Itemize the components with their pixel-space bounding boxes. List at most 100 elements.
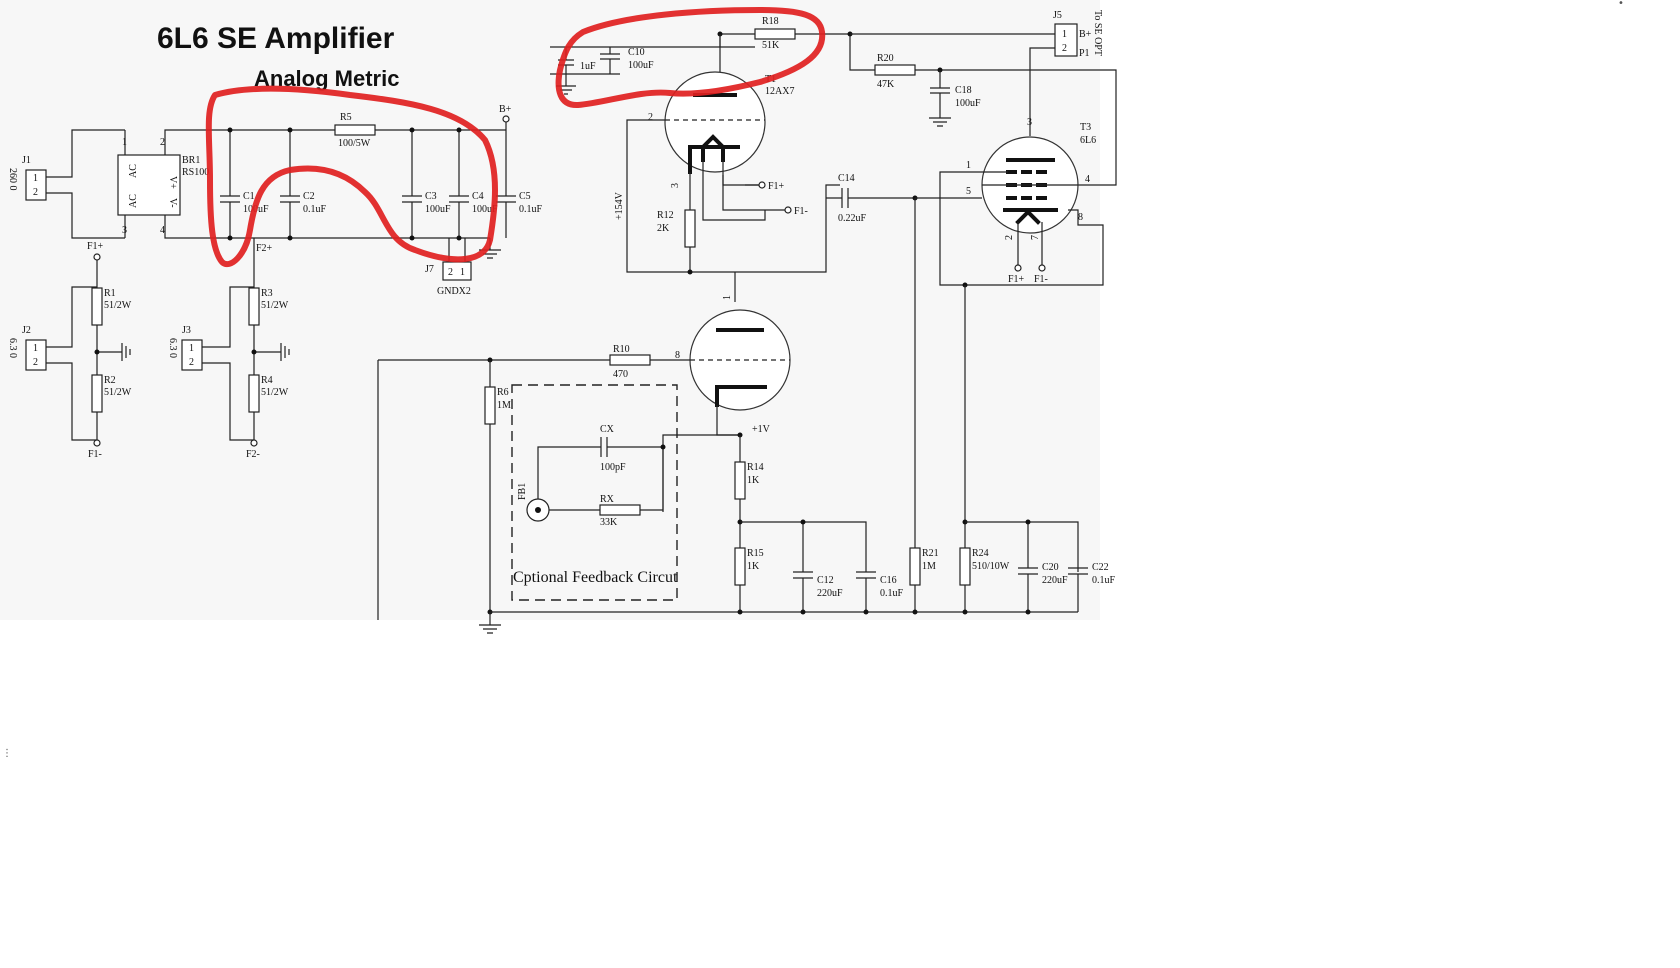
svg-text:J2: J2 [22,325,31,336]
svg-text:51K: 51K [762,40,780,51]
optional-feedback-note: Cptional Feedback Circut [513,569,678,586]
capacitor-c22: C22 0.1uF [1068,562,1116,612]
svg-text:1: 1 [460,267,465,278]
bplus-label: B+ [499,104,512,115]
svg-text:470: 470 [613,369,628,380]
svg-text:510/10W: 510/10W [972,561,1010,572]
svg-text:2: 2 [648,112,653,123]
svg-text:5: 5 [966,186,971,197]
connector-j7: 2 1 J7 GNDX2 [425,238,472,297]
tube-t3: T3 6L6 1 5 4 8 3 2 7 [966,117,1096,240]
capacitor-c3: C3 100uF [402,130,451,238]
svg-text:33K: 33K [600,517,618,528]
svg-text:R24: R24 [972,548,989,559]
svg-text:T3: T3 [1080,122,1091,133]
svg-text:1M: 1M [497,400,511,411]
tube-t1: T1 12AX7 2 3 [648,34,794,188]
svg-text:2: 2 [33,187,38,198]
resistor-r21: R21 1M [909,198,939,612]
resistor-r20: R20 47K [874,53,916,90]
svg-text:1M: 1M [922,561,936,572]
resistor-r15: R15 1K [734,547,764,586]
svg-text:GNDX2: GNDX2 [437,286,471,297]
svg-text:R10: R10 [613,344,630,355]
svg-text:R4: R4 [261,375,273,386]
svg-text:1: 1 [122,137,127,148]
svg-text:51/2W: 51/2W [104,387,132,398]
schematic-svg: 6L6 SE Amplifier Analog Metric J1 1 2 26… [7,7,1117,634]
svg-text:C1: C1 [243,191,255,202]
fb1-label: FB1 [517,483,528,500]
capacitor-c4: C4 100uF [449,130,498,238]
svg-text:R12: R12 [657,210,674,221]
svg-text:AC: AC [128,194,139,208]
svg-text:1K: 1K [747,561,760,572]
svg-text:V-: V- [167,198,178,208]
capacitor-c10: C10 100uF [600,47,654,74]
tube-t1-lower: 8 [675,309,791,411]
svg-text:2: 2 [189,357,194,368]
svg-text:R14: R14 [747,462,764,473]
svg-text:2: 2 [448,267,453,278]
capacitor-c1: C1 100uF [220,130,269,238]
svg-text:J5: J5 [1053,10,1062,21]
svg-text:BR1: BR1 [182,155,200,166]
voltage-1v: +1V [752,424,771,435]
capacitor-c16: C16 0.1uF [856,571,904,612]
svg-text:F1-: F1- [794,206,808,217]
svg-text:8: 8 [1078,212,1083,223]
svg-text:12AX7: 12AX7 [765,86,794,97]
svg-text:AC: AC [128,164,139,178]
svg-text:6L6: 6L6 [1080,135,1096,146]
schematic-title: 6L6 SE Amplifier [157,22,395,55]
svg-text:260 0: 260 0 [7,168,18,191]
resistor-r14: R14 1K [734,435,764,500]
svg-text:C4: C4 [472,191,484,202]
svg-text:C2: C2 [303,191,315,202]
f1minus-label: F1- [88,449,102,460]
connector-j1: J1 1 2 260 0 [7,155,47,201]
capacitor-c2: C2 0.1uF [280,130,327,238]
svg-text:0.1uF: 0.1uF [880,588,904,599]
svg-text:220uF: 220uF [1042,575,1068,586]
resistor-rx: RX 33K [599,494,641,528]
resistor-r10: R10 470 [609,344,651,380]
svg-text:C12: C12 [817,575,834,586]
svg-text:4: 4 [160,225,165,236]
f2plus-label: F2+ [256,243,273,254]
connector-j5: J5 1 2 B+ P1 To SE OPT [1053,10,1103,59]
svg-text:220uF: 220uF [817,588,843,599]
svg-text:0.22uF: 0.22uF [838,213,867,224]
svg-text:51/2W: 51/2W [104,300,132,311]
svg-text:100uF: 100uF [628,60,654,71]
svg-text:3: 3 [1027,117,1032,128]
svg-text:100/5W: 100/5W [338,138,371,149]
svg-text:2K: 2K [657,223,670,234]
svg-text:1: 1 [966,160,971,171]
schematic-canvas: 6L6 SE Amplifier Analog Metric J1 1 2 26… [0,0,1117,634]
resistor-r12: R12 2K [657,209,696,248]
svg-text:C20: C20 [1042,562,1059,573]
svg-text:47K: 47K [877,79,895,90]
svg-text:2: 2 [33,357,38,368]
red-markup-psu [205,85,498,267]
rectifier-br1: BR1 RS100 AC AC V+ V- 1 2 3 4 [117,137,209,236]
svg-text:2: 2 [1062,43,1067,54]
svg-text:J7: J7 [425,264,434,275]
svg-text:R3: R3 [261,288,273,299]
svg-text:R20: R20 [877,53,894,64]
svg-text:C14: C14 [838,173,855,184]
f2minus-label: F2- [246,449,260,460]
svg-text:2: 2 [160,137,165,148]
svg-text:C22: C22 [1092,562,1109,573]
svg-text:B+: B+ [1079,29,1092,40]
optional-feedback-box [511,384,678,601]
resistor-r18: R18 51K [754,16,796,51]
svg-text:R15: R15 [747,548,764,559]
svg-text:100uF: 100uF [955,98,981,109]
svg-text:7: 7 [1030,235,1041,240]
svg-text:1: 1 [189,343,194,354]
